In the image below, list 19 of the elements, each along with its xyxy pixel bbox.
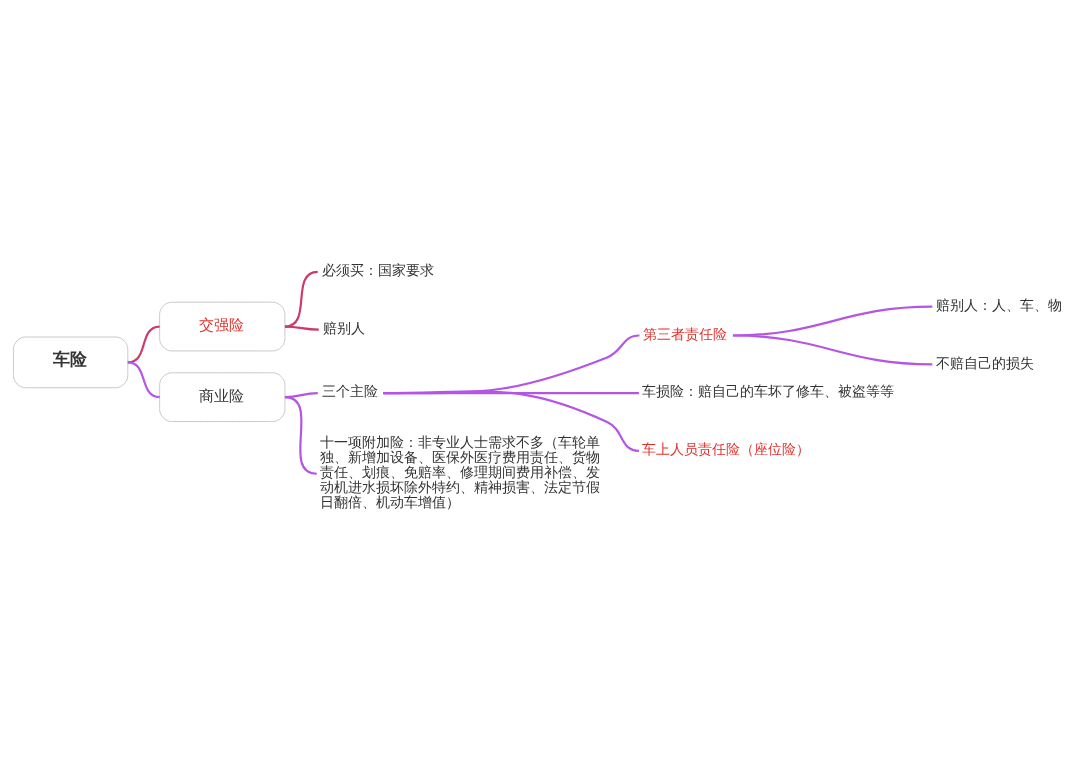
node-text: 车上人员责任险（座位险） (642, 441, 811, 458)
connector (284, 270, 318, 328)
connector (127, 361, 160, 399)
node-text: 三个主险 (321, 383, 378, 400)
connector (732, 334, 933, 366)
node-text: 赔别人 (322, 319, 365, 336)
node-box: 车险 (12, 336, 129, 389)
node-text: 赔别人：人、车、物 (935, 296, 1062, 313)
node-text: 不赔自己的损失 (935, 354, 1034, 371)
connector (284, 325, 319, 331)
node-box: 商业险 (159, 372, 286, 423)
node-text: 第三者责任险 (643, 325, 728, 342)
connector (383, 390, 640, 452)
node-text: 十一项附加险：非专业人士需求不多（车轮单独、新增加设备、医保外医疗费用责任、货物责任、划痕、免赔率、修理期间费用补偿、发动机进水损坏除外特约、精神损害、法定节假日翻倍、机动车增值） (319, 434, 600, 510)
connector (127, 325, 160, 364)
node-box: 交强险 (159, 301, 286, 352)
node-text: 必须买：国家要求 (321, 262, 434, 279)
node-text: 车损险：赔自己的车坏了修车、被盗等等 (642, 383, 895, 400)
connector (284, 396, 317, 475)
